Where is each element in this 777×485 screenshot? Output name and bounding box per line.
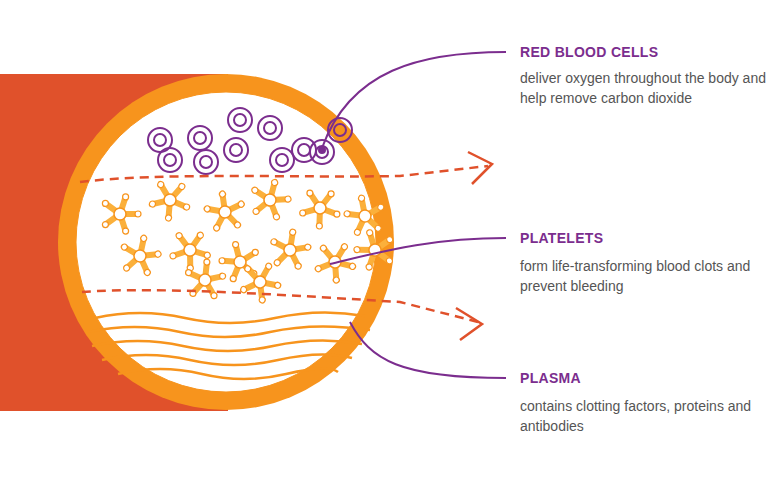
red-blood-cell-center <box>234 114 246 126</box>
red-blood-cell <box>310 140 334 164</box>
red-blood-cell <box>194 150 218 174</box>
platelet <box>198 185 254 241</box>
part-heading: PLASMA <box>520 370 581 386</box>
part-heading: PLATELETS <box>520 230 603 246</box>
platelet <box>245 176 296 226</box>
vessel-lumen <box>76 92 376 392</box>
red-blood-cell-center <box>316 146 328 158</box>
red-blood-cell-center <box>276 154 288 166</box>
red-blood-cell-center <box>334 124 346 136</box>
red-blood-cell <box>270 148 294 172</box>
platelet <box>262 223 315 276</box>
red-blood-cell-center <box>154 134 166 146</box>
red-blood-cell-center <box>200 156 212 168</box>
platelet <box>146 175 197 227</box>
leader-lines <box>319 52 506 378</box>
part-description: deliver oxygen throughout the body and h… <box>520 68 770 108</box>
red-blood-cells <box>148 108 352 174</box>
platelet <box>306 233 362 288</box>
vessel-wall <box>58 74 394 410</box>
red-blood-cell-center <box>298 144 310 156</box>
red-blood-cell-center <box>230 144 242 156</box>
red-blood-cell <box>328 118 352 142</box>
red-blood-cell <box>224 138 248 162</box>
red-blood-cell-center <box>164 154 176 166</box>
red-blood-cell-center <box>264 122 276 134</box>
platelet <box>234 254 288 307</box>
red-blood-cell <box>228 108 252 132</box>
plasma-waves <box>88 312 370 379</box>
platelets <box>102 175 399 308</box>
platelet <box>111 229 167 285</box>
red-blood-cell-center <box>194 132 206 144</box>
red-blood-cell <box>188 126 212 150</box>
platelet <box>338 192 391 244</box>
part-description: form life-transforming blood clots and p… <box>520 256 770 296</box>
red-blood-cell <box>148 128 172 152</box>
red-blood-cell <box>258 116 282 140</box>
platelet <box>102 194 141 234</box>
platelet <box>350 224 400 273</box>
flow-arrows <box>80 152 492 340</box>
part-heading: RED BLOOD CELLS <box>520 44 658 60</box>
part-description: contains clotting factors, proteins and … <box>520 396 770 436</box>
platelet <box>299 190 341 230</box>
